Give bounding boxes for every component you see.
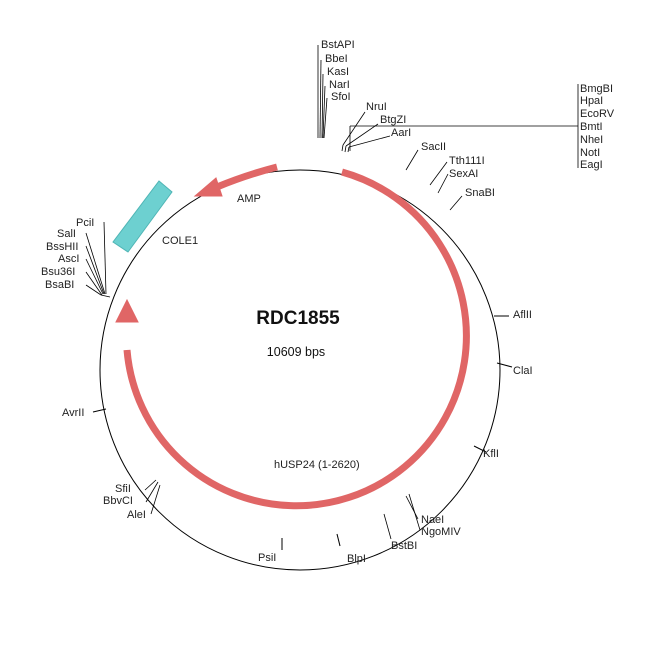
feature-label-cole1: COLE1 (162, 235, 198, 247)
feature-amp-arrowhead[interactable] (193, 177, 223, 197)
site-blpi[interactable]: BlpI (347, 553, 366, 565)
site-bsu36i[interactable]: Bsu36I (41, 266, 75, 278)
site-bstapi[interactable]: BstAPI (321, 39, 355, 51)
feature-amp-arc[interactable] (215, 163, 278, 191)
site-kfli[interactable]: KflI (483, 448, 499, 460)
site-group-right-side: AflII ClaI KflI (473, 309, 533, 460)
site-noti[interactable]: NotI (580, 147, 600, 159)
site-ecorv[interactable]: EcoRV (580, 108, 615, 120)
site-group-top-stack: BstAPI BbeI KasI NarI SfoI (317, 39, 355, 139)
site-sfoi[interactable]: SfoI (331, 91, 351, 103)
site-group-bottom-right: NaeI NgoMIV BstBI BlpI PsiI (258, 493, 461, 565)
feature-cole1-box[interactable] (112, 180, 173, 253)
site-eagi[interactable]: EagI (580, 159, 603, 171)
site-clai[interactable]: ClaI (513, 365, 533, 377)
site-naei[interactable]: NaeI (421, 514, 444, 526)
site-aflii[interactable]: AflII (513, 309, 532, 321)
site-group-right-arc: SacII Tth111I SexAI SnaBI (405, 141, 495, 211)
site-asci[interactable]: AscI (58, 253, 79, 265)
backbone-circle (99, 169, 501, 571)
site-pcii[interactable]: PciI (76, 217, 94, 229)
site-ngomiv[interactable]: NgoMIV (421, 526, 461, 538)
site-bstbi[interactable]: BstBI (391, 540, 417, 552)
feature-label-husp24: hUSP24 (1-2620) (274, 459, 360, 471)
site-nari[interactable]: NarI (329, 79, 350, 91)
site-sali[interactable]: SalI (57, 228, 76, 240)
site-group-bottom-left: SfiI BbvCI AleI (103, 479, 161, 521)
feature-label-amp: AMP (237, 193, 261, 205)
site-sacii[interactable]: SacII (421, 141, 446, 153)
site-sexai[interactable]: SexAI (449, 168, 478, 180)
site-kasi[interactable]: KasI (327, 66, 349, 78)
plasmid-name: RDC1855 (256, 308, 340, 329)
site-nrui[interactable]: NruI (366, 101, 387, 113)
site-alei[interactable]: AleI (127, 509, 146, 521)
site-hpai[interactable]: HpaI (580, 95, 603, 107)
site-group-left-side: AvrII (62, 407, 107, 419)
site-bsshii[interactable]: BssHII (46, 241, 78, 253)
site-bsabi[interactable]: BsaBI (45, 279, 74, 291)
site-sfii[interactable]: SfiI (115, 483, 131, 495)
site-bmti[interactable]: BmtI (580, 121, 603, 133)
site-avrii[interactable]: AvrII (62, 407, 84, 419)
site-btgzi[interactable]: BtgZI (380, 114, 406, 126)
site-group-mid-top: NruI BtgZI AarI (341, 101, 411, 153)
site-group-left-stack: PciI SalI BssHII AscI Bsu36I BsaBI (41, 217, 111, 298)
plasmid-size: 10609 bps (267, 345, 325, 359)
feature-husp24-arrowhead[interactable] (115, 298, 139, 323)
feature-husp24-arc[interactable] (123, 168, 470, 510)
site-group-right-stack: BmgBI HpaI EcoRV BmtI NheI NotI EagI (349, 83, 615, 171)
site-aari[interactable]: AarI (391, 127, 411, 139)
site-snabi[interactable]: SnaBI (465, 187, 495, 199)
site-tth111i[interactable]: Tth111I (449, 155, 485, 167)
site-bbvci[interactable]: BbvCI (103, 495, 133, 507)
site-nhei[interactable]: NheI (580, 134, 603, 146)
site-psii[interactable]: PsiI (258, 552, 276, 564)
site-bmgbi[interactable]: BmgBI (580, 83, 613, 95)
site-bbei[interactable]: BbeI (325, 53, 348, 65)
